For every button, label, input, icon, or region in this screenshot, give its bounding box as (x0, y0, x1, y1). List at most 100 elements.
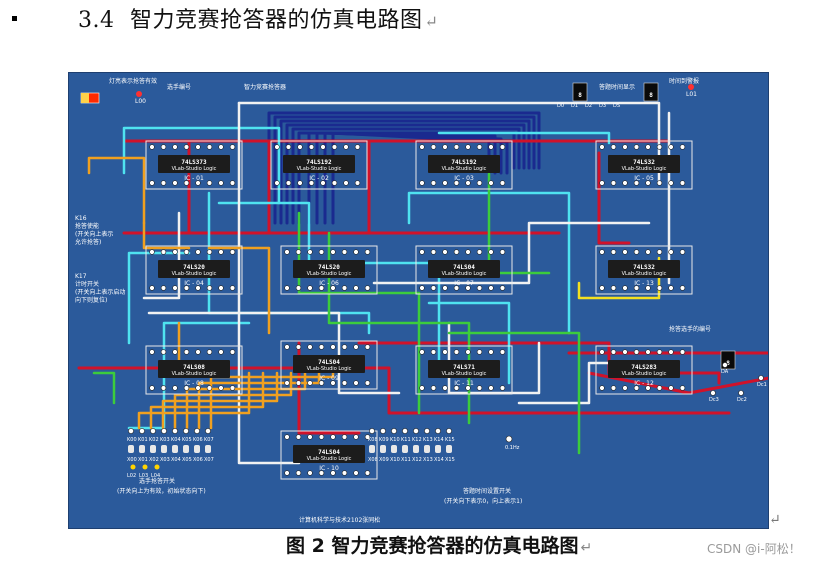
label-input-k10: K10 (390, 437, 400, 443)
wire (447, 331, 581, 455)
chip-pin (295, 380, 302, 386)
chip-pin (330, 249, 336, 255)
csdn-watermark: CSDN @i-阿松！ (707, 542, 801, 556)
chip-pin (285, 180, 292, 186)
label-left-side-0: K16 (75, 215, 87, 222)
chip-part-number: 74LS32 (633, 159, 655, 166)
chip-body (158, 260, 230, 278)
wire (427, 301, 511, 385)
chip-id-label: IC - 10 (319, 465, 339, 472)
label-player-number: 选手编号 (167, 83, 191, 91)
wire (209, 371, 335, 430)
valid-led-icon (136, 91, 142, 97)
label-left-side-6: (开关向上表示启动 (75, 288, 125, 296)
output-pin (722, 362, 728, 368)
chip-pin (353, 285, 359, 291)
chip-pin (341, 344, 348, 350)
chip-socket-outline (595, 140, 693, 190)
chip-pin (206, 349, 213, 355)
chip-pin (364, 285, 371, 291)
chip-pin (488, 180, 494, 186)
chip-pin (364, 249, 371, 255)
chip-pin (610, 180, 617, 186)
toggle-switch-icon (424, 445, 430, 453)
chip-pin (645, 349, 651, 355)
output-pin (710, 390, 716, 396)
wire (279, 119, 531, 225)
chip-pin (633, 249, 640, 255)
chip-pin (229, 349, 236, 355)
toggle-switch-icon (435, 445, 441, 453)
wire (331, 131, 509, 225)
chip-pin (419, 180, 425, 186)
chip-pin (476, 285, 483, 291)
wire (122, 126, 281, 205)
chip-pin (318, 470, 325, 476)
wire (207, 246, 271, 335)
wire (372, 221, 651, 285)
chip-maker-text: VLab-Studio Logic (622, 166, 667, 172)
chip-pin (297, 180, 303, 186)
chip-pin (656, 285, 663, 291)
wire (161, 371, 279, 430)
chip-pin (622, 385, 628, 391)
toggle-switch-icon (369, 445, 375, 453)
chip-pin (284, 344, 290, 350)
label-display-ds: DS (613, 103, 620, 109)
chip-pin (499, 249, 506, 255)
chip-socket-outline (415, 140, 513, 190)
chip-pin (341, 380, 348, 386)
chip-pin (499, 385, 506, 391)
chip-pin (353, 434, 359, 440)
label-led-l02: L02 (127, 473, 136, 479)
chip-maker-text: VLab-Studio Logic (442, 371, 487, 377)
chip-part-number: 74LS20 (318, 264, 340, 271)
label-input-k07: K07 (204, 437, 214, 443)
chip-maker-text: VLab-Studio Logic (307, 456, 352, 462)
chip-pin (679, 385, 686, 391)
chip-body (293, 260, 365, 278)
chip-pin (218, 385, 224, 391)
chip-pin (183, 249, 190, 255)
chip-pin (195, 349, 201, 355)
chip-pin (330, 434, 336, 440)
chip-pin (656, 180, 663, 186)
label-switch-x02: X02 (149, 457, 159, 463)
wire (237, 101, 301, 465)
input-pin (380, 428, 386, 434)
chip-socket-outline (595, 245, 693, 295)
chip-pin (364, 470, 371, 476)
chip-pin (610, 144, 617, 150)
chip-pin (599, 144, 605, 150)
chip-pin (499, 349, 506, 355)
input-pin (435, 428, 441, 434)
chip-pin (206, 385, 213, 391)
chip-pin (318, 434, 325, 440)
wire (285, 123, 526, 225)
chip-pin (330, 380, 336, 386)
chip-body (158, 360, 230, 378)
chip-pin (476, 385, 483, 391)
wire (77, 366, 731, 415)
chip-id-label: IC - 11 (454, 380, 474, 387)
chip-pin (206, 285, 213, 291)
chip-pin (419, 249, 425, 255)
chip-pin (343, 180, 349, 186)
label-input-k04: K04 (171, 437, 181, 443)
alarm-led-icon (688, 84, 694, 90)
chip-pin (183, 180, 190, 186)
chip-pin (645, 180, 651, 186)
label-switch-x03: X03 (160, 457, 170, 463)
chip-pin (149, 385, 155, 391)
chip-pin (610, 385, 617, 391)
label-input-k08: K08 (368, 437, 378, 443)
chip-pin (160, 180, 167, 186)
